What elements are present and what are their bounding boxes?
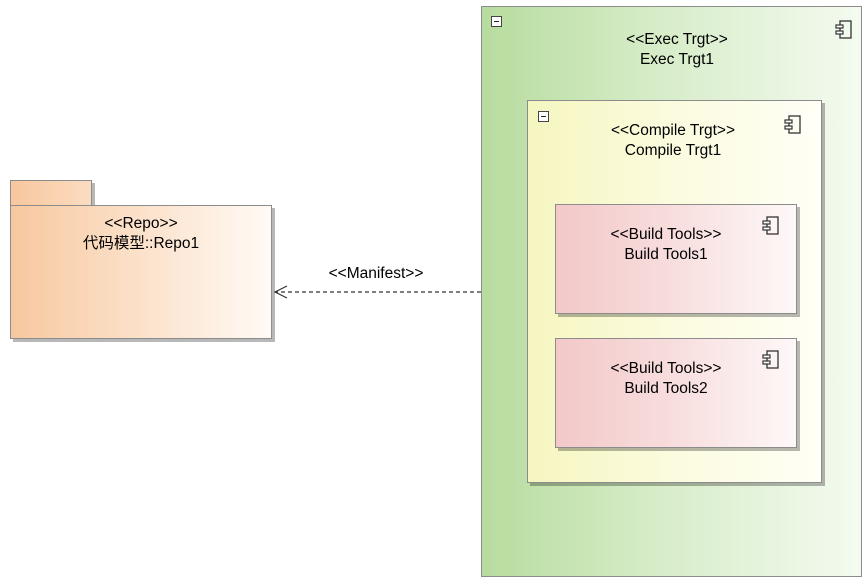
- package-name: 代码模型::Repo1: [82, 235, 200, 252]
- dependency-label: <<Manifest>>: [328, 265, 424, 282]
- build-tools-node[interactable]: <<Build Tools>> Build Tools1: [555, 204, 797, 314]
- collapse-minus-icon[interactable]: [491, 16, 502, 27]
- component-icon: [762, 216, 779, 235]
- dependency-arrowhead-icon: [273, 285, 288, 299]
- build-tools-node[interactable]: <<Build Tools>> Build Tools2: [555, 338, 797, 448]
- exec-target-stereotype: <<Exec Trgt>>: [626, 31, 728, 48]
- compile-target-name: Compile Trgt1: [624, 142, 722, 159]
- collapse-minus-icon[interactable]: [538, 111, 549, 122]
- component-icon: [784, 115, 801, 134]
- package-tab[interactable]: [10, 180, 92, 206]
- package-repo[interactable]: <<Repo>> 代码模型::Repo1: [10, 205, 272, 339]
- build-tools-stereotype: <<Build Tools>>: [610, 226, 722, 243]
- exec-target-name: Exec Trgt1: [639, 51, 715, 68]
- compile-target-stereotype: <<Compile Trgt>>: [610, 122, 736, 139]
- build-tools-name: Build Tools1: [624, 246, 708, 263]
- component-icon: [835, 20, 852, 39]
- build-tools-name: Build Tools2: [624, 380, 708, 397]
- component-icon: [762, 350, 779, 369]
- package-stereotype: <<Repo>>: [104, 215, 178, 232]
- build-tools-stereotype: <<Build Tools>>: [610, 360, 722, 377]
